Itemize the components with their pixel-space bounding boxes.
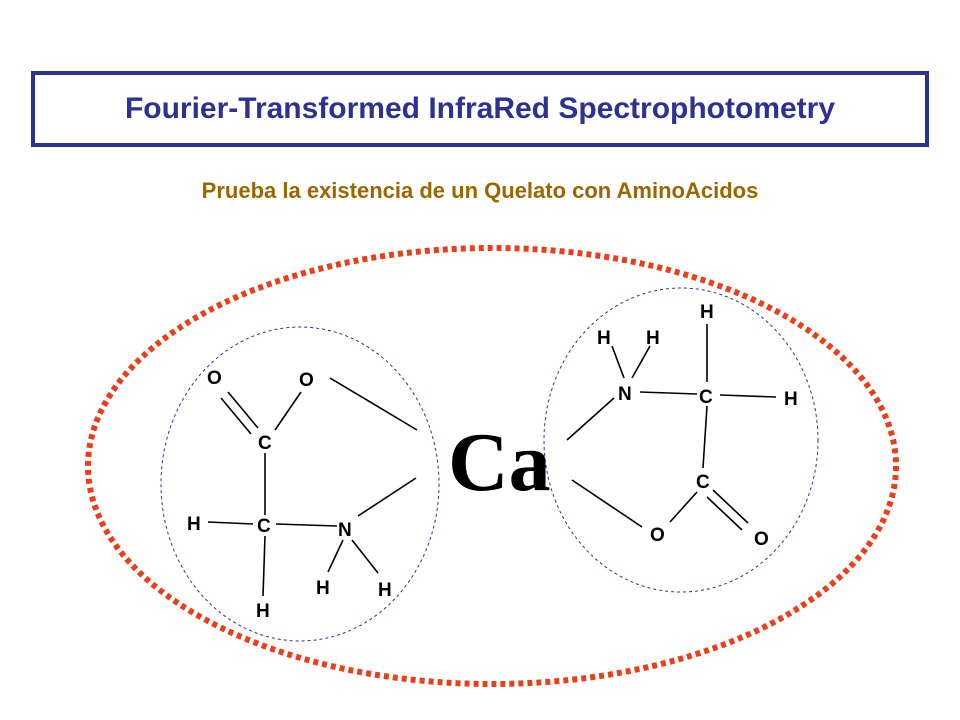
- left-ligand-bonds: [207, 377, 418, 597]
- bond-c-o-single: [274, 391, 302, 431]
- right-ligand-ring: [543, 287, 819, 593]
- page-title: Fourier-Transformed InfraRed Spectrophot…: [124, 92, 836, 125]
- bond-c-o-double-b: [220, 397, 252, 435]
- bond-o-ca: [571, 479, 643, 528]
- title-box: Fourier-Transformed InfraRed Spectrophot…: [31, 71, 929, 147]
- left-c-carboxyl: C: [258, 433, 272, 454]
- left-ligand-ring: [160, 326, 440, 642]
- right-h-n-1: H: [597, 328, 611, 349]
- left-o-double: O: [207, 368, 222, 389]
- bond-n-h-1: [327, 539, 344, 573]
- left-h-alpha-down: H: [256, 601, 270, 622]
- bond-c-o-double-b: [706, 496, 743, 531]
- left-h-alpha-left: H: [187, 514, 201, 535]
- bond-n-h-2: [631, 345, 651, 379]
- right-h-top: H: [700, 302, 714, 323]
- bond-c-h-right: [719, 394, 777, 398]
- bond-ca-n: [566, 397, 615, 441]
- right-c-alpha: C: [699, 387, 713, 408]
- bond-c-o-double-a: [712, 489, 749, 524]
- right-o-double: O: [754, 529, 769, 550]
- right-h-n-2: H: [646, 328, 660, 349]
- bond-n-ca: [357, 477, 417, 517]
- calcium-atom: Ca: [448, 416, 551, 509]
- right-o-single: O: [650, 525, 665, 546]
- chelate-ring: [85, 245, 899, 687]
- bond-c-h-down: [262, 535, 266, 597]
- right-n: N: [618, 384, 632, 405]
- left-c-alpha: C: [257, 516, 271, 537]
- bond-c-o-single: [669, 491, 698, 523]
- bond-o-ca: [329, 377, 418, 431]
- bond-c-o-double-a: [227, 391, 259, 429]
- bond-h-c: [207, 521, 254, 525]
- right-c-carboxyl: C: [696, 472, 710, 493]
- bond-n-h-2: [351, 539, 379, 574]
- bond-c-n: [275, 523, 338, 527]
- page-subtitle: Prueba la existencia de un Quelato con A…: [201, 178, 759, 203]
- left-o-single: O: [299, 370, 314, 391]
- left-n: N: [338, 520, 352, 541]
- right-h-right: H: [784, 389, 798, 410]
- left-h-n-2: H: [378, 580, 392, 601]
- bond-n-c: [639, 391, 698, 395]
- right-ligand-atoms: H H H N C H C O O: [597, 302, 798, 550]
- left-h-n-1: H: [316, 578, 330, 599]
- left-ligand-atoms: O O C H C N H H H: [187, 368, 392, 622]
- bond-c-c: [702, 405, 708, 469]
- right-ligand-bonds: [566, 324, 777, 531]
- bond-n-h-1: [611, 345, 625, 379]
